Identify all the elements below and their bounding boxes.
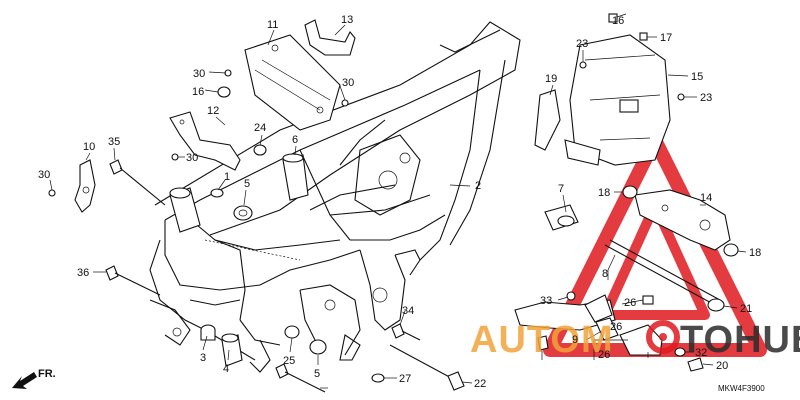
- battery-box-part: [564, 34, 671, 166]
- upper-bracket-part: [244, 34, 341, 131]
- long-bolt-part: [109, 159, 166, 206]
- plate-part: [642, 295, 654, 305]
- front-arrow-icon: [12, 372, 37, 389]
- callout-label: 20: [716, 360, 728, 372]
- watermark-text: AUTOM TOHUB: [470, 319, 800, 361]
- callout-labels: 11 13 30 16 30 12 10 30 30 35 1 5 24 6 2…: [38, 14, 761, 390]
- callout-label: 15: [691, 71, 703, 83]
- rubber-band-part: [534, 89, 561, 151]
- clip-part: [608, 13, 618, 23]
- bolt-part: [391, 323, 421, 341]
- small-collar-part: [253, 144, 267, 156]
- pivot-bolt-part: [389, 344, 465, 391]
- callout-label: 30: [193, 68, 205, 80]
- spacer-collar-part: [284, 325, 300, 339]
- spacer-collar-part: [309, 339, 327, 355]
- callout-label: 5: [244, 178, 250, 190]
- mount-bracket-part: [304, 19, 356, 56]
- watermark-text-right: TOHUB: [680, 319, 800, 361]
- shaft-part: [604, 239, 725, 312]
- callout-label: 11: [267, 19, 278, 31]
- callout-label: 21: [740, 303, 752, 315]
- callout-label: 14: [700, 192, 712, 204]
- callout-label: 2: [475, 180, 481, 192]
- callout-label: 30: [186, 152, 198, 164]
- callout-label: 4: [223, 363, 229, 375]
- watermark-gear-icon: [646, 320, 680, 354]
- callout-label: 32: [695, 347, 707, 359]
- screw-part: [677, 93, 685, 101]
- main-frame-part: [149, 21, 521, 373]
- callout-label: 30: [342, 77, 354, 89]
- callout-label: 1: [224, 171, 230, 183]
- callout-label: 6: [292, 134, 298, 146]
- diagram-code: MKW4F3900: [718, 384, 765, 393]
- callout-label: 19: [545, 73, 557, 85]
- grommet-part: [217, 86, 231, 98]
- grommet-part: [723, 243, 739, 257]
- clip-part: [639, 32, 648, 41]
- screw-part: [341, 99, 349, 107]
- small-part: [595, 317, 619, 341]
- lower-bracket-part: [514, 294, 616, 331]
- callout-label: 7: [558, 183, 564, 195]
- bolt-part: [687, 357, 704, 372]
- callout-label: 25: [283, 355, 295, 367]
- callout-label: 12: [207, 105, 219, 117]
- callout-label: 18: [749, 247, 761, 259]
- callout-label: 23: [576, 38, 588, 50]
- grommet-part: [622, 185, 638, 199]
- rubber-bush-part: [282, 153, 309, 201]
- callout-label: 3: [200, 352, 206, 364]
- stay-part: [169, 111, 241, 171]
- callout-label: 35: [108, 136, 120, 148]
- nut-part: [371, 373, 385, 383]
- callout-label: 26: [598, 349, 610, 361]
- callout-label: 17: [660, 32, 672, 44]
- rubber-cap-part: [210, 188, 224, 198]
- callout-label: 36: [77, 267, 89, 279]
- callout-label: 9: [572, 334, 578, 346]
- screw-part: [171, 153, 179, 161]
- screw-part: [566, 291, 576, 301]
- callout-label: 16: [612, 15, 624, 27]
- long-bolt-part: [105, 265, 161, 296]
- callout-label: 8: [602, 268, 608, 280]
- long-bolt-part: [275, 363, 326, 393]
- callout-label: 26: [610, 321, 622, 333]
- callout-label: 26: [624, 297, 636, 309]
- callout-label: 10: [83, 141, 95, 153]
- rear-bracket-part: [634, 189, 731, 251]
- callout-label: 34: [402, 305, 414, 317]
- callout-label: 27: [399, 373, 411, 385]
- front-direction-indicator: FR.: [12, 368, 56, 389]
- callout-label: 24: [254, 122, 266, 134]
- collar-part: [544, 204, 579, 231]
- callout-label: 18: [598, 187, 610, 199]
- leader-lines: [49, 13, 747, 389]
- spacer-collar-part: [200, 324, 216, 341]
- harness-clamp-part: [74, 159, 96, 213]
- callout-label: 30: [38, 169, 50, 181]
- screw-part: [48, 189, 56, 197]
- callout-label: 22: [474, 378, 486, 390]
- watermark-text-left: AUTOM: [470, 319, 614, 361]
- bolt-part: [537, 335, 549, 351]
- front-label: FR.: [38, 368, 56, 380]
- screw-part: [579, 61, 587, 69]
- callout-label: 5: [314, 368, 320, 380]
- spacer-collar-part: [221, 333, 243, 367]
- callout-label: 13: [341, 14, 353, 26]
- callout-label: 16: [192, 86, 204, 98]
- callout-label: 33: [540, 295, 552, 307]
- callout-label: 23: [700, 92, 712, 104]
- collar-part: [233, 205, 253, 221]
